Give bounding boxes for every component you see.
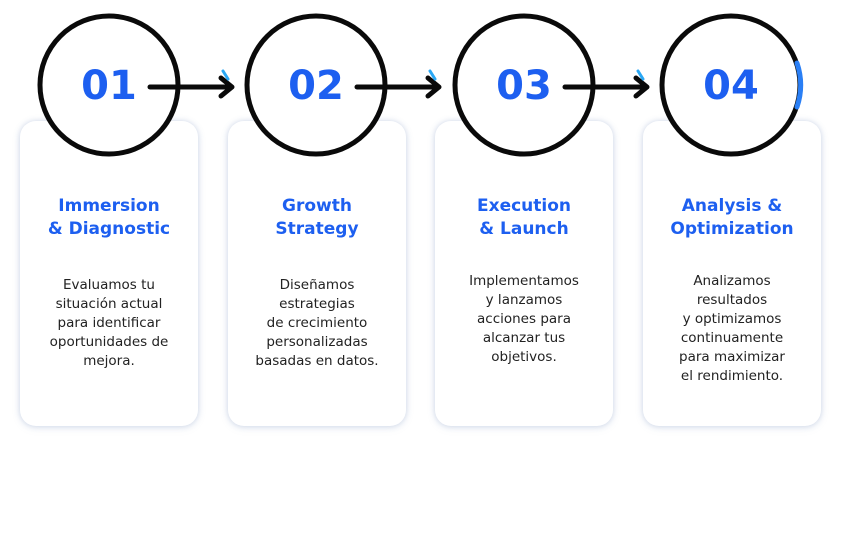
accent-tick: [428, 69, 437, 81]
step-card-3: Execution & Launch Implementamos y lanza…: [435, 121, 613, 426]
step-description-3: Implementamos y lanzamos acciones para a…: [469, 273, 579, 365]
arrow-right-icon: [562, 75, 650, 99]
step-number-4: 04: [703, 63, 759, 109]
step-description-2: Diseñamos estrategias de crecimiento per…: [255, 277, 379, 369]
accent-tick: [636, 69, 645, 81]
arrow-right-icon: [147, 75, 235, 99]
arrow-right-icon: [354, 75, 442, 99]
step-number-2: 02: [288, 63, 344, 109]
step-description-4: Analizamos resultados y optimizamos cont…: [679, 273, 785, 384]
step-title-1: Immersion & Diagnostic: [47, 196, 171, 239]
accent-tick: [221, 69, 230, 81]
step-number-3: 03: [496, 63, 552, 109]
step-card-2: Growth Strategy Diseñamos estrategias de…: [228, 121, 406, 426]
step-card-1: Immersion & Diagnostic Evaluamos tu situ…: [20, 121, 198, 426]
step-title-4: Analysis & Optimization: [670, 196, 794, 239]
step-title-2: Growth Strategy: [275, 196, 359, 239]
step-number-1: 01: [81, 63, 137, 109]
step-title-3: Execution & Launch: [476, 196, 572, 239]
accent-arc: [794, 60, 804, 110]
step-description-1: Evaluamos tu situación actual para ident…: [49, 277, 169, 369]
step-card-4: Analysis & Optimization Analizamos resul…: [643, 121, 821, 426]
